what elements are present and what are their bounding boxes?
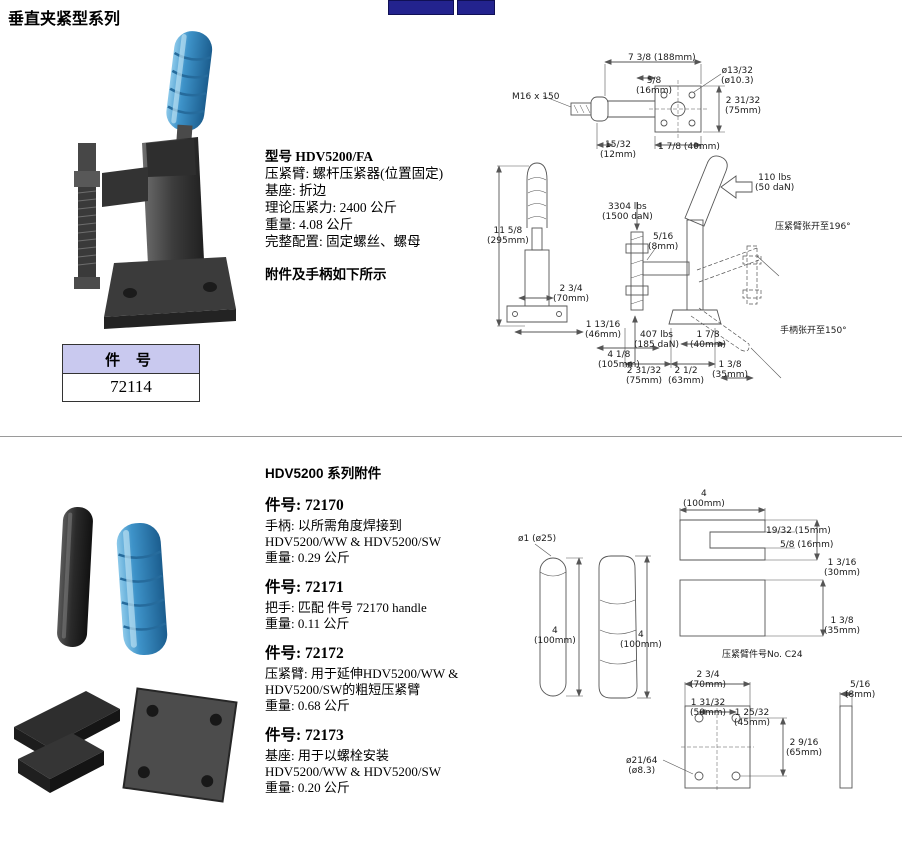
spec-line-force: 理论压紧力: 2400 公斤 bbox=[265, 200, 398, 215]
part-number-table: 件 号 72114 bbox=[62, 344, 200, 402]
dim-label: 1 3/8 (35mm) bbox=[824, 616, 861, 636]
dim-label: 407 lbs (185 daN) bbox=[634, 330, 680, 350]
blue-grip bbox=[116, 522, 168, 656]
spec-line-config: 完整配置: 固定螺丝、螺母 bbox=[265, 234, 421, 249]
accessories-heading: HDV5200 系列附件 bbox=[265, 466, 382, 481]
dim-label: ø13/32 (ø10.3) bbox=[721, 66, 754, 86]
dim-label: 1 3/16 (30mm) bbox=[824, 558, 861, 578]
clamp-product-photo bbox=[74, 31, 236, 329]
dim-label: 3304 lbs (1500 daN) bbox=[602, 202, 653, 222]
dim-label: 2 3/4 (70mm) bbox=[690, 670, 727, 690]
dim-label: ø1 (ø25) bbox=[518, 534, 557, 544]
dim-label: 5/8 (16mm) bbox=[636, 76, 673, 96]
nav-button-1[interactable] bbox=[388, 0, 454, 15]
dim-label: 5/16 (8mm) bbox=[845, 680, 876, 700]
accessory-weight: 重量: 0.11 公斤 bbox=[265, 616, 350, 631]
base-plate bbox=[122, 687, 238, 803]
part-number-value: 72114 bbox=[110, 377, 152, 396]
dim-label: 手柄张开至150° bbox=[780, 326, 847, 336]
accessory-item: 件号: 72171 把手: 匹配 件号 72170 handle 重量: 0.1… bbox=[265, 578, 467, 632]
accessory-description: 压紧臂: 用于延伸HDV5200/WW & HDV5200/SW的粗短压紧臂 bbox=[265, 666, 459, 697]
dim-label: 15/32 (12mm) bbox=[600, 140, 637, 160]
dim-label: 4 (100mm) bbox=[534, 626, 576, 646]
accessory-item: 件号: 72172 压紧臂: 用于延伸HDV5200/WW & HDV5200/… bbox=[265, 644, 467, 714]
spec-line-arm: 压紧臂: 螺杆压紧器(位置固定) bbox=[265, 166, 444, 181]
accessory-item: 件号: 72170 手柄: 以所需角度焊接到HDV5200/WW & HDV52… bbox=[265, 496, 467, 566]
dim-label: 1 13/16 (46mm) bbox=[585, 320, 622, 340]
dim-label: 压紧臂张开至196° bbox=[775, 222, 851, 232]
dim-label: 4 (100mm) bbox=[683, 489, 725, 509]
accessories-list: HDV5200 系列附件 件号: 72170 手柄: 以所需角度焊接到HDV52… bbox=[265, 462, 467, 808]
dim-label: 1 3/8 (35mm) bbox=[712, 360, 749, 380]
accessory-weight: 重量: 0.29 公斤 bbox=[265, 550, 350, 565]
page-title: 垂直夹紧型系列 bbox=[8, 11, 121, 28]
dim-label: 1 7/8 (40mm) bbox=[658, 142, 720, 152]
dim-label: 4 1/8 (105mm) bbox=[598, 350, 640, 370]
accessory-part-number: 件号: 72170 bbox=[265, 497, 344, 514]
dim-label: 2 1/2 (63mm) bbox=[668, 366, 705, 386]
dim-label: 5/16 (8mm) bbox=[648, 232, 679, 252]
part-number-header: 件 号 bbox=[63, 345, 199, 374]
nav-button-2[interactable] bbox=[457, 0, 495, 15]
dim-label: 11 5/8 (295mm) bbox=[487, 226, 529, 246]
accessory-part-number: 件号: 72173 bbox=[265, 727, 344, 744]
accessory-weight: 重量: 0.20 公斤 bbox=[265, 780, 350, 795]
dim-label: 4 (100mm) bbox=[620, 630, 662, 650]
dim-label: 2 31/32 (75mm) bbox=[725, 96, 762, 116]
clamp-technical-drawing bbox=[496, 59, 782, 381]
dim-label: 110 lbs (50 daN) bbox=[755, 173, 795, 193]
accessories-technical-drawing bbox=[534, 507, 853, 792]
accessory-description: 手柄: 以所需角度焊接到HDV5200/WW & HDV5200/SW bbox=[265, 518, 441, 549]
spec-note: 附件及手柄如下所示 bbox=[265, 267, 387, 282]
dim-label: 1 25/32 (45mm) bbox=[734, 708, 771, 728]
accessory-part-number: 件号: 72171 bbox=[265, 579, 344, 596]
section-divider bbox=[0, 436, 902, 437]
black-handle bbox=[57, 507, 93, 647]
spec-line-weight: 重量: 4.08 公斤 bbox=[265, 217, 354, 232]
dim-label: 1 7/8 (40mm) bbox=[690, 330, 727, 350]
dim-label: 19/32 (15mm) bbox=[766, 526, 831, 536]
dim-label: 5/8 (16mm) bbox=[780, 540, 834, 550]
dim-label: ø21/64 (ø8.3) bbox=[626, 756, 658, 776]
accessory-description: 把手: 匹配 件号 72170 handle bbox=[265, 600, 427, 615]
dim-label: 2 9/16 (65mm) bbox=[786, 738, 823, 758]
accessory-weight: 重量: 0.68 公斤 bbox=[265, 698, 350, 713]
blue-grip bbox=[166, 31, 213, 131]
model-number: 型号 HDV5200/FA bbox=[265, 149, 374, 164]
product-spec: 型号 HDV5200/FA 压紧臂: 螺杆压紧器(位置固定) 基座: 折边 理论… bbox=[265, 148, 477, 283]
dim-label: 压紧臂件号No. C24 bbox=[722, 650, 803, 660]
accessory-item: 件号: 72173 基座: 用于以螺栓安装HDV5200/WW & HDV520… bbox=[265, 726, 467, 796]
dim-label: 1 31/32 (50mm) bbox=[690, 698, 727, 718]
accessory-part-number: 件号: 72172 bbox=[265, 645, 344, 662]
dim-label: 7 3/8 (188mm) bbox=[628, 53, 696, 63]
accessory-description: 基座: 用于以螺栓安装HDV5200/WW & HDV5200/SW bbox=[265, 748, 441, 779]
dim-label: 2 3/4 (70mm) bbox=[553, 284, 590, 304]
spec-line-base: 基座: 折边 bbox=[265, 183, 327, 198]
dim-label: 2 31/32 (75mm) bbox=[626, 366, 663, 386]
accessories-product-photo bbox=[14, 507, 238, 803]
dim-label: M16 x 150 bbox=[512, 92, 560, 102]
